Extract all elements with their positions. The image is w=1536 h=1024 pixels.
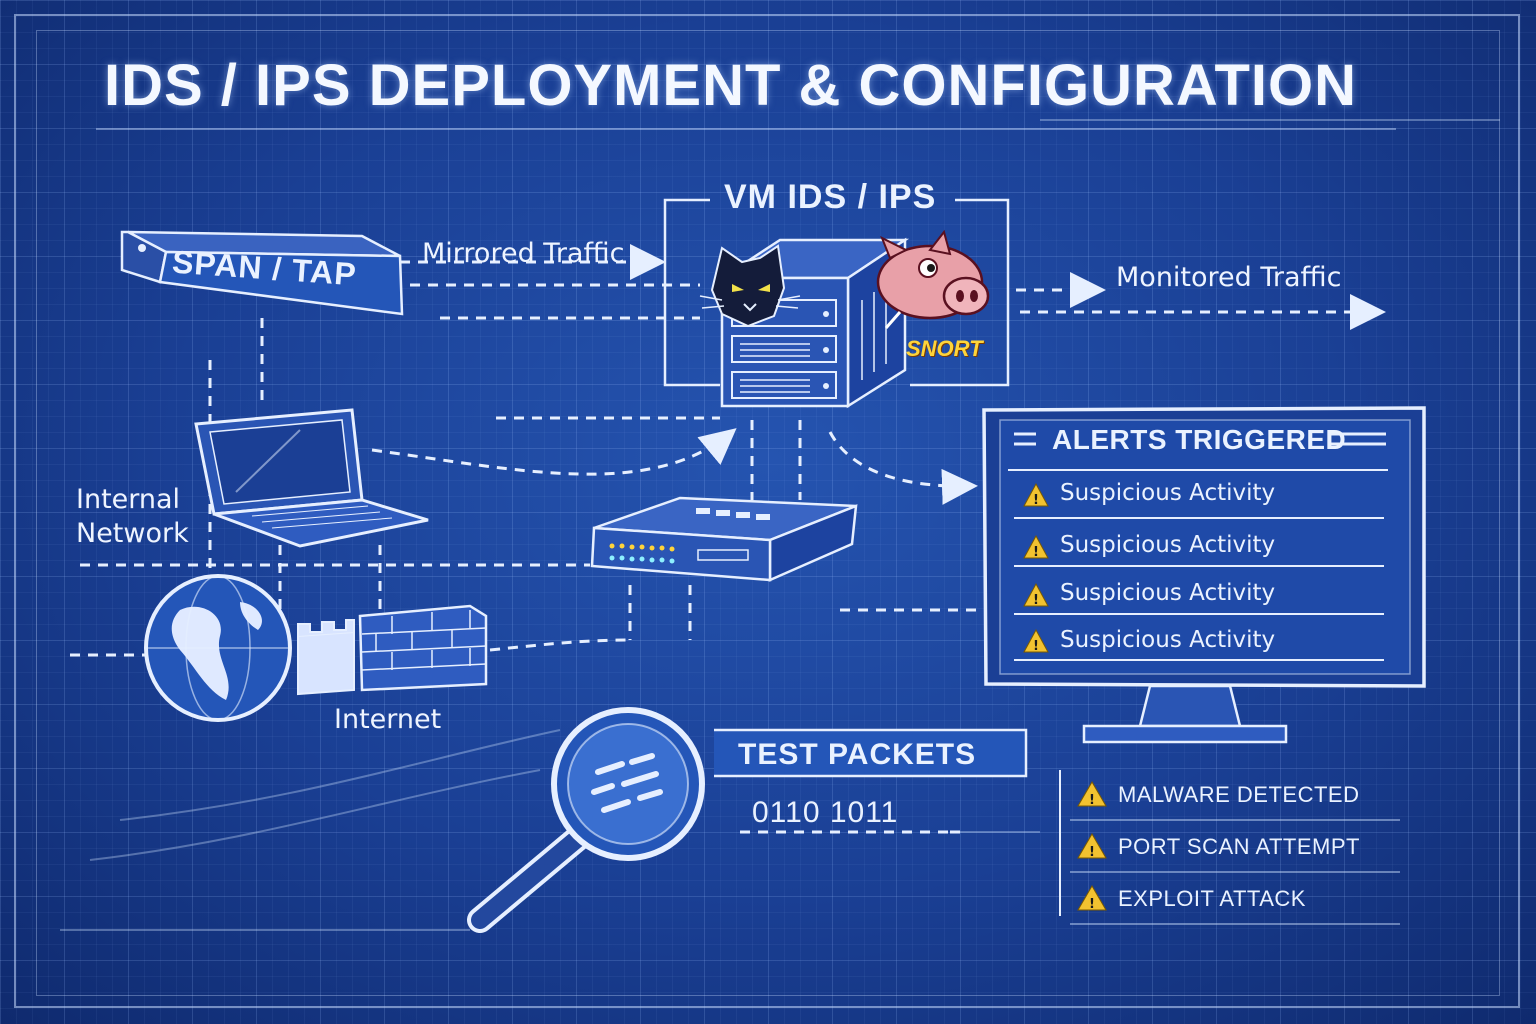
snort-pig-icon xyxy=(876,229,990,329)
monitor-icon xyxy=(982,406,1426,744)
threat-malware-detected: MALWARE DETECTED xyxy=(1118,782,1360,807)
mirrored-traffic-label: Mirrored Traffic xyxy=(422,238,625,269)
span-tap-device xyxy=(120,230,404,316)
threat-port-scan-attempt: PORT SCAN ATTEMPT xyxy=(1118,834,1360,859)
svg-text:!: ! xyxy=(1089,793,1095,808)
svg-text:!: ! xyxy=(1033,593,1039,608)
globe-icon xyxy=(144,574,292,722)
connection-lines xyxy=(70,244,1386,834)
warning-icon: !!!! !!! xyxy=(1023,482,1107,912)
outer-frame xyxy=(14,14,1520,1008)
internal-network-label-line2: Network xyxy=(76,518,189,549)
svg-text:!: ! xyxy=(1089,845,1095,860)
alert-item: Suspicious Activity xyxy=(1060,480,1276,506)
snort-logo-text: SNORT xyxy=(906,336,983,361)
bobcat-icon xyxy=(699,244,801,328)
vm-ids-ips-label: VM IDS / IPS xyxy=(724,178,937,216)
svg-text:!: ! xyxy=(1033,545,1039,560)
test-packets-tag xyxy=(714,728,1028,778)
title-rule xyxy=(96,128,1396,130)
vm-bracket-right xyxy=(910,198,1010,387)
firewall-icon xyxy=(297,604,488,696)
alert-item: Suspicious Activity xyxy=(1060,627,1276,653)
monitored-traffic-label: Monitored Traffic xyxy=(1116,262,1342,293)
background-lines xyxy=(60,119,1500,931)
alerts-panel-title: ALERTS TRIGGERED xyxy=(1052,424,1347,455)
page-title: IDS / IPS DEPLOYMENT & CONFIGURATION xyxy=(104,53,1357,118)
threat-list-rules xyxy=(1070,819,1400,925)
svg-text:!: ! xyxy=(1033,639,1039,654)
svg-text:!: ! xyxy=(1033,493,1039,508)
laptop-icon xyxy=(194,408,429,548)
network-switch-icon xyxy=(590,496,858,582)
alert-item: Suspicious Activity xyxy=(1060,532,1276,558)
alert-item: Suspicious Activity xyxy=(1060,580,1276,606)
vm-bracket-left xyxy=(663,198,720,387)
internet-label: Internet xyxy=(334,704,442,735)
magnifier-icon xyxy=(467,707,705,933)
test-packets-label: TEST PACKETS xyxy=(738,738,977,771)
test-packets-bits: 0110 1011 xyxy=(752,796,899,829)
inner-frame xyxy=(36,30,1500,996)
svg-text:!: ! xyxy=(1089,897,1095,912)
threat-exploit-attack: EXPLOIT ATTACK xyxy=(1118,886,1306,911)
internal-network-label-line1: Internal xyxy=(76,484,181,515)
